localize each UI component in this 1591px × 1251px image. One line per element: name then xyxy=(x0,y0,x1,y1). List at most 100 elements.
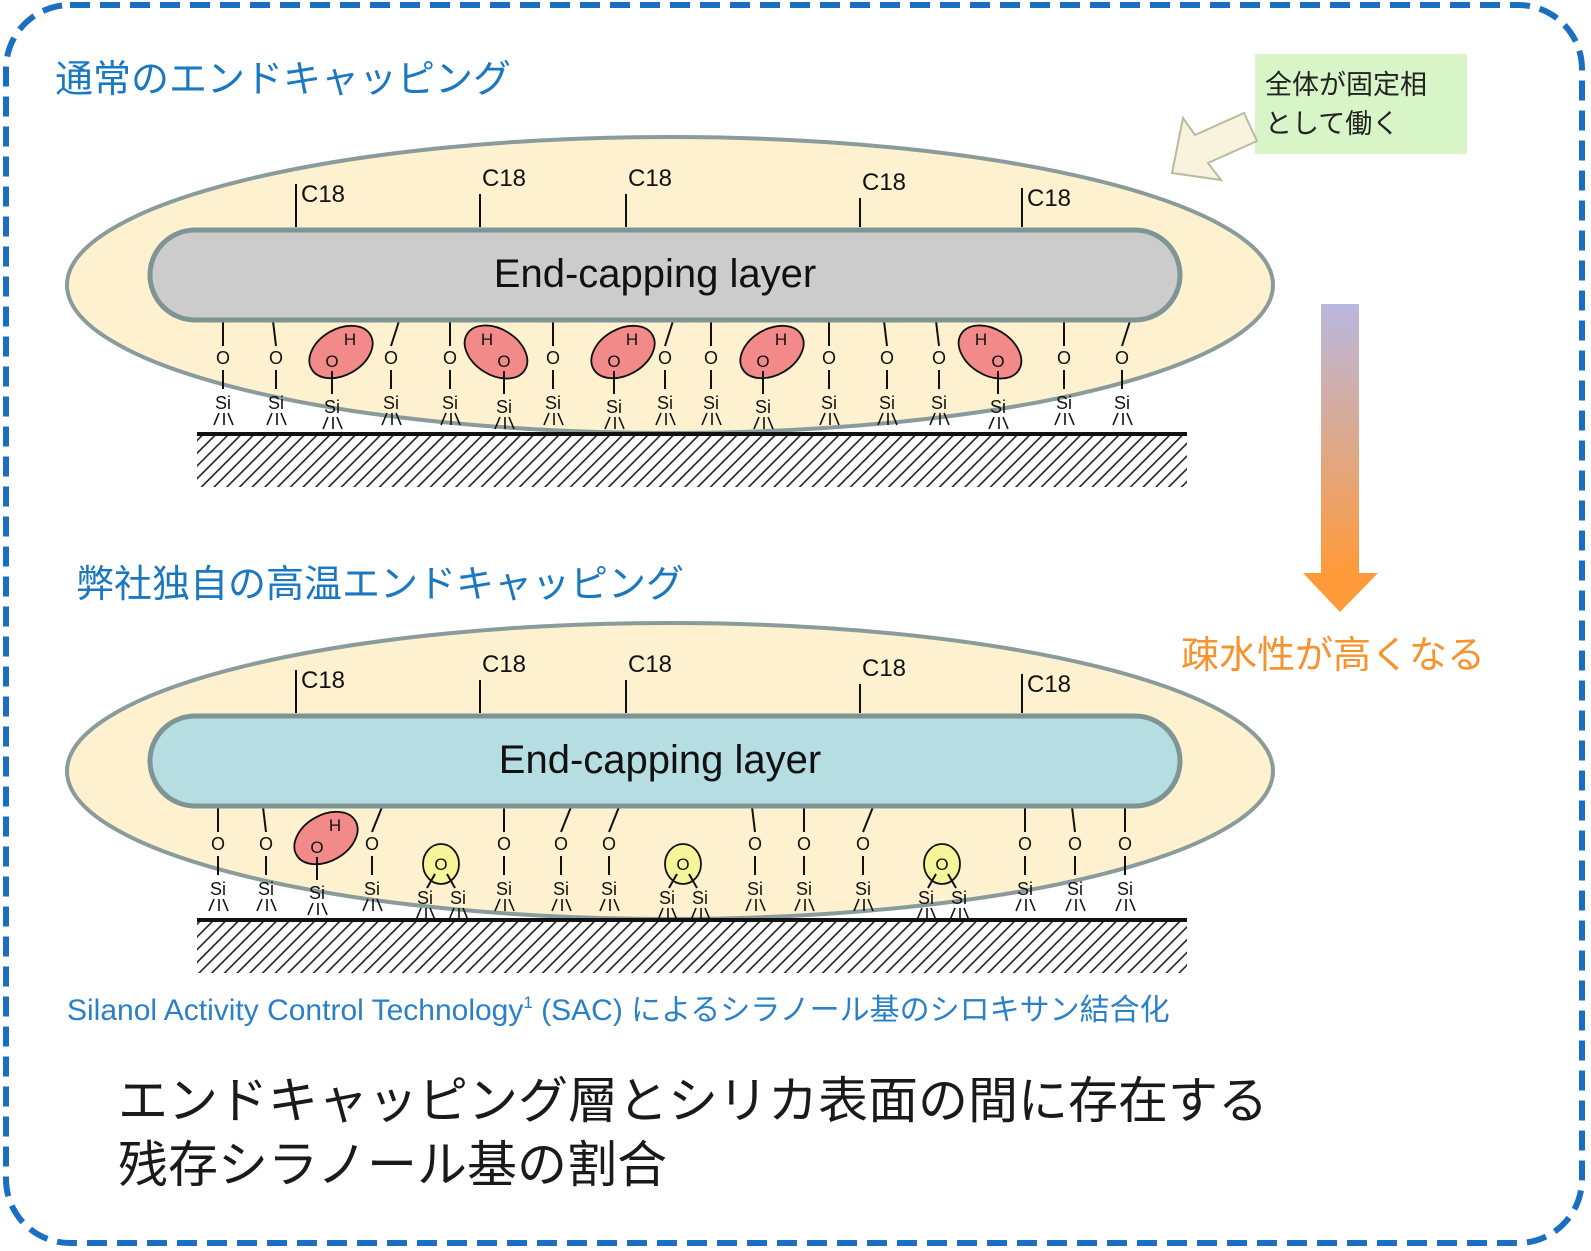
si-leg xyxy=(395,412,402,426)
si-leg xyxy=(208,898,215,912)
bond-to-layer xyxy=(608,806,620,833)
silicon-label: Si xyxy=(383,393,399,413)
si-leg xyxy=(1126,412,1133,426)
si-leg xyxy=(321,902,328,916)
si-leg xyxy=(930,907,937,921)
endcapping-layer-label: End-capping layer xyxy=(494,252,816,296)
si-leg xyxy=(280,412,287,426)
bond-to-layer xyxy=(935,320,940,347)
si-leg xyxy=(454,412,461,426)
si-leg xyxy=(916,907,923,921)
top-title: 通常のエンドキャッピング xyxy=(55,57,511,101)
silica-substrate xyxy=(197,434,1187,487)
silicon-label: Si xyxy=(215,393,231,413)
silicon-label: Si xyxy=(442,393,458,413)
oxygen-label: O xyxy=(704,348,718,368)
oxygen-label: O xyxy=(658,348,672,368)
oxygen-label: O xyxy=(1118,834,1132,854)
si-leg xyxy=(943,412,950,426)
silicon-label: Si xyxy=(496,397,512,417)
c18-label: C18 xyxy=(628,651,672,678)
silicon-label: Si xyxy=(268,393,284,413)
siloxane-bond xyxy=(927,873,937,889)
siloxane-ellipse xyxy=(923,843,961,885)
si-leg xyxy=(213,412,220,426)
si-leg xyxy=(891,412,898,426)
si-leg xyxy=(759,898,766,912)
si-leg xyxy=(508,898,515,912)
sac-caption-suffix: (SAC) によるシラノール基のシロキサン結合化 xyxy=(533,994,1170,1027)
silicon-label: Si xyxy=(879,393,895,413)
si-leg xyxy=(1079,898,1086,912)
siloxane-oxygen-label: O xyxy=(434,855,447,874)
si-leg xyxy=(604,416,611,430)
si-leg xyxy=(381,412,388,426)
silicon-label: Si xyxy=(796,879,812,899)
si-leg xyxy=(448,907,455,921)
silanol-hydrogen-label: H xyxy=(329,816,341,835)
si-leg xyxy=(551,898,558,912)
si-leg xyxy=(1112,412,1119,426)
oxygen-label: O xyxy=(269,348,283,368)
si-leg xyxy=(307,902,314,916)
silicon-label: Si xyxy=(703,393,719,413)
silicon-label: Si xyxy=(1114,393,1130,413)
si-leg xyxy=(669,412,676,426)
si-leg xyxy=(613,898,620,912)
silicon-label: Si xyxy=(417,888,433,908)
oxygen-label: O xyxy=(443,348,457,368)
oxygen-label: O xyxy=(1018,834,1032,854)
si-leg xyxy=(657,907,664,921)
bottom-title: 弊社独自の高温エンドキャッピング xyxy=(76,562,684,606)
oxygen-label: O xyxy=(1057,348,1071,368)
hydrophobicity-label: 疎水性が高くなる xyxy=(1181,633,1485,677)
siloxane-bond xyxy=(668,873,678,889)
si-leg xyxy=(494,416,501,430)
sac-caption-sup: 1 xyxy=(523,993,532,1012)
si-leg xyxy=(701,412,708,426)
oxygen-label: O xyxy=(748,834,762,854)
c18-label: C18 xyxy=(482,165,526,192)
note-line-1: 全体が固定相 xyxy=(1265,70,1427,101)
silicon-label: Si xyxy=(210,879,226,899)
silicon-label: Si xyxy=(309,883,325,903)
si-leg xyxy=(867,898,874,912)
silicon-label: Si xyxy=(659,888,675,908)
bond-to-layer xyxy=(1071,806,1076,833)
si-leg xyxy=(322,416,329,430)
bond-to-layer xyxy=(262,806,267,833)
silicon-label: Si xyxy=(1117,879,1133,899)
si-leg xyxy=(853,898,860,912)
silicon-label: Si xyxy=(951,888,967,908)
silicon-label: Si xyxy=(1017,879,1033,899)
silanol-ellipse xyxy=(957,324,1023,380)
silicon-label: Si xyxy=(855,879,871,899)
silicon-label: Si xyxy=(450,888,466,908)
si-leg xyxy=(1068,412,1075,426)
silanol-ellipse xyxy=(308,324,374,380)
si-leg xyxy=(270,898,277,912)
oxygen-label: O xyxy=(384,348,398,368)
oxygen-label: O xyxy=(365,834,379,854)
si-leg xyxy=(1129,898,1136,912)
si-leg xyxy=(671,907,678,921)
bond-to-layer xyxy=(862,806,874,833)
oxygen-label: O xyxy=(1068,834,1082,854)
silicon-label: Si xyxy=(657,393,673,413)
bond-to-layer xyxy=(560,806,572,833)
si-leg xyxy=(256,898,263,912)
oxygen-label: O xyxy=(497,834,511,854)
sac-caption-prefix: Silanol Activity Control Technology xyxy=(67,994,523,1027)
bond-to-layer xyxy=(664,320,674,347)
si-leg xyxy=(1065,898,1072,912)
silicon-label: Si xyxy=(258,879,274,899)
si-leg xyxy=(1115,898,1122,912)
bond-to-layer xyxy=(371,806,383,833)
silanol-hydrogen-label: H xyxy=(626,330,638,349)
si-leg xyxy=(440,412,447,426)
silicon-label: Si xyxy=(364,879,380,899)
oxygen-label: O xyxy=(546,348,560,368)
si-leg xyxy=(362,898,369,912)
silicon-label: Si xyxy=(545,393,561,413)
